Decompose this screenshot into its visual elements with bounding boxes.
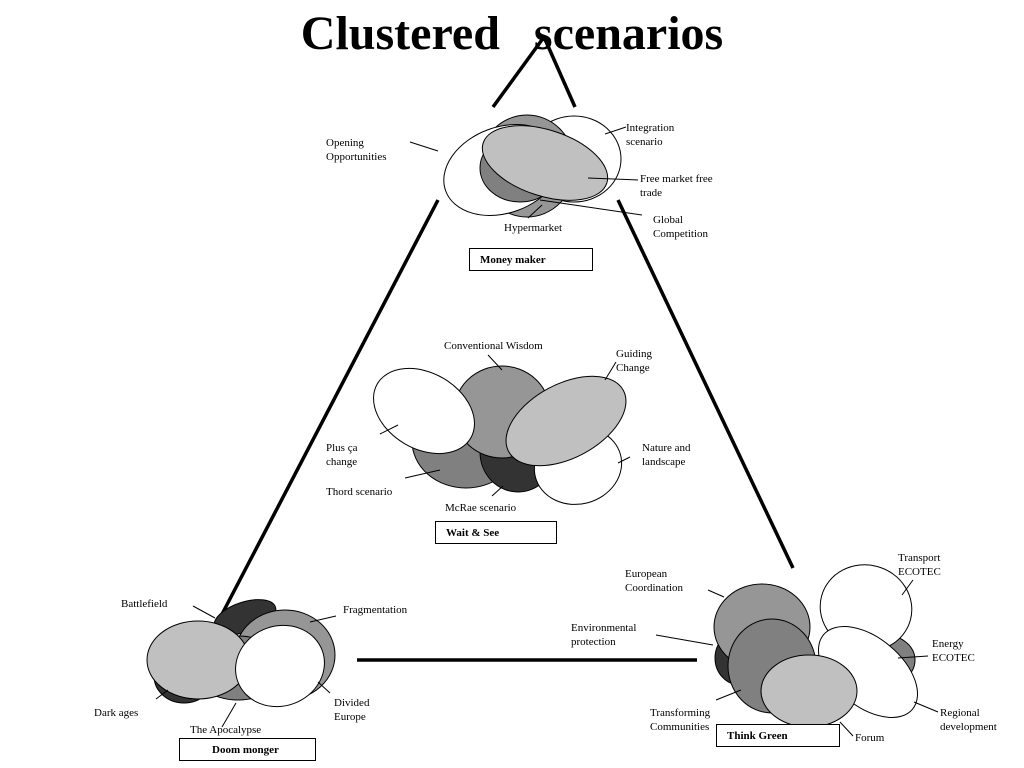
money-maker-box-label: Money maker <box>480 253 546 266</box>
apex-line-left <box>491 35 546 109</box>
wait-and-see-box-label: Wait & See <box>446 526 500 539</box>
global-competition-label: Global Competition <box>653 214 708 240</box>
money-maker-box: Money maker <box>469 248 593 271</box>
forum-ellipse <box>760 654 858 728</box>
slide-title: Clustered scenarios <box>300 7 724 60</box>
triangle-frame <box>218 35 795 662</box>
wait-and-see-box: Wait & See <box>435 521 557 544</box>
doom-monger-cluster <box>146 599 337 728</box>
think-green-box-label: Think Green <box>727 729 788 742</box>
apocalypse-label: The Apocalypse <box>190 724 262 736</box>
mcrae-scenario-label: McRae scenario <box>445 502 517 514</box>
transport-ecotec-label: Transport ECOTEC <box>898 552 941 578</box>
conventional-wisdom-label: Conventional Wisdom <box>444 340 543 352</box>
battlefield-label: Battlefield <box>121 598 168 610</box>
nature-landscape-label: Nature and landscape <box>642 442 691 468</box>
doom-monger-box-label: Doom monger <box>212 743 279 756</box>
free-market-ellipse <box>481 125 609 201</box>
free-market-label: Free market free trade <box>640 173 713 199</box>
forum-label: Forum <box>855 732 885 744</box>
apex-line-right <box>542 36 577 108</box>
hypermarket-label: Hypermarket <box>504 222 563 234</box>
dark-ages-label: Dark ages <box>94 707 139 719</box>
wait-and-see-leader-lines <box>379 354 631 497</box>
wait-and-see-cluster <box>373 354 631 505</box>
thord-scenario-label: Thord scenario <box>326 486 393 498</box>
energy-ecotec-label: Energy ECOTEC <box>932 638 975 664</box>
environmental-protection-label: Environmental protection <box>571 622 637 648</box>
transforming-communities-label: Transforming Communities <box>650 707 711 733</box>
left-side-line <box>218 199 440 619</box>
divided-europe-ellipse <box>235 624 325 708</box>
guiding-change-label: Guiding Change <box>616 348 653 374</box>
doom-monger-box: Doom monger <box>179 738 316 761</box>
guiding-change-ellipse <box>505 375 627 467</box>
regional-development-label: Regional development <box>940 707 997 733</box>
right-side-line <box>616 199 795 569</box>
integration-scenario-label: Integration scenario <box>626 122 675 148</box>
european-coordination-label: European Coordination <box>625 568 684 594</box>
plus-ca-change-label: Plus ça change <box>326 442 358 468</box>
plus-ca-change-ellipse <box>373 367 475 455</box>
think-green-leader-lines <box>655 579 939 737</box>
dark-ages-large-ellipse <box>146 620 250 700</box>
fragmentation-label: Fragmentation <box>343 604 408 616</box>
think-green-cluster <box>655 564 939 737</box>
divided-europe-label: Divided Europe <box>334 697 370 723</box>
opening-opportunities-label: Opening Opportunities <box>326 137 387 163</box>
think-green-box: Think Green <box>716 724 840 747</box>
money-maker-cluster <box>409 114 643 219</box>
money-maker-leader-lines <box>409 126 643 219</box>
doom-monger-leader-lines <box>155 605 337 728</box>
